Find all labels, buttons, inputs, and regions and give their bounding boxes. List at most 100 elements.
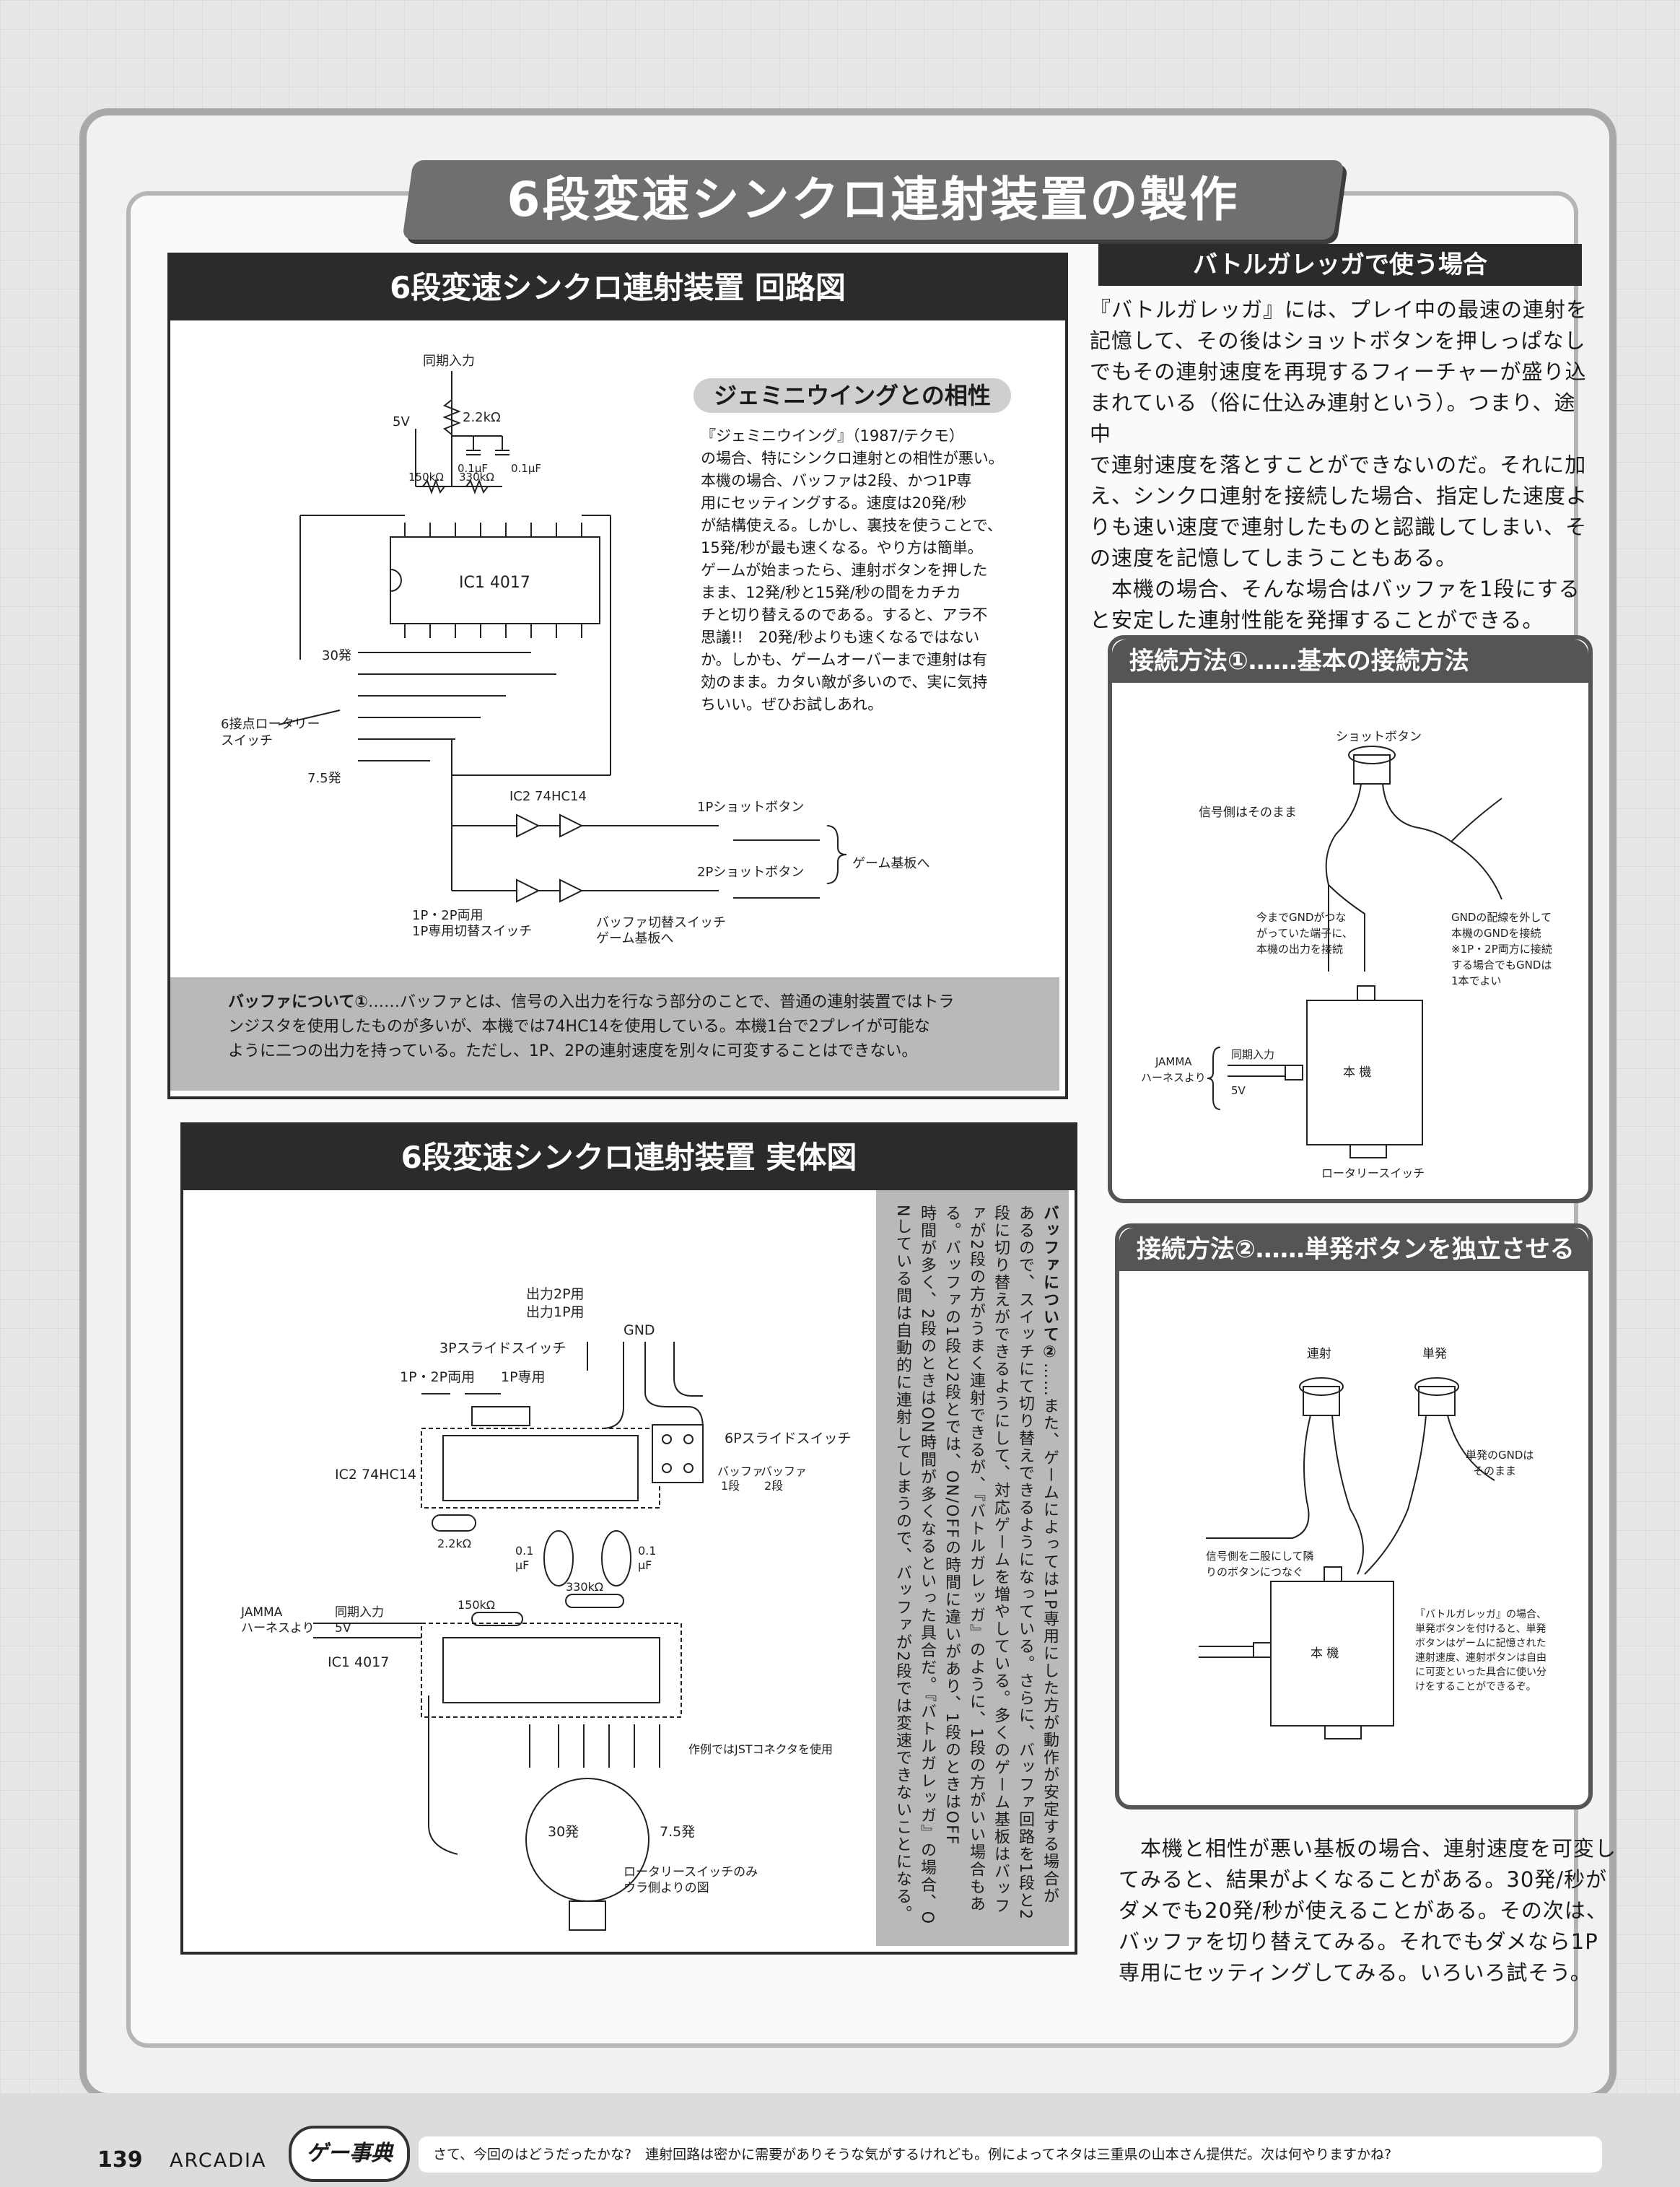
sch-bufsw: バッファ切替スイッチ <box>596 915 726 930</box>
c1-jamma1: JAMMA <box>1155 1055 1192 1068</box>
schematic-diagram: 同期入力 2.2kΩ 5V 0.1μF 0.1μF 150kΩ 330kΩ IC… <box>221 354 929 946</box>
sch-rotary: 6接点ロータリー <box>221 717 320 732</box>
sidebar-line: 用にセッティングする。速度は20発/秒 <box>701 494 967 512</box>
connection-1-diagram: ショットボタン 信号側はそのまま GNDの配線を外して 本機のGNDを接続 ※1… <box>1141 730 1552 1180</box>
c2-split1: 信号側を二股にして隣 <box>1206 1550 1314 1563</box>
c1-gnd1: GNDの配線を外して <box>1451 911 1552 924</box>
ld-sync: 同期入力 <box>335 1605 384 1620</box>
sch-sync-input: 同期入力 <box>423 354 475 369</box>
sch-c2: 0.1μF <box>511 462 541 475</box>
buffer-note-1: バッファについて①……バッファとは、信号の入出力を行なう部分のことで、普通の連射… <box>170 977 1059 1091</box>
sidebar-line: 思議!! 20発/秒よりも速くなるではない <box>701 629 980 646</box>
c2-note: けをすることができるぞ。 <box>1415 1681 1536 1693</box>
schematic-title: 6段変速シンクロ連射装置 回路図 <box>170 256 1065 320</box>
c2-single: 単発 <box>1422 1347 1447 1361</box>
footer-text: さて、今回のはどうだったかな? 連射回路は密かに需要がありそうな気がするけれども… <box>419 2136 1602 2173</box>
ld-1p: 1P専用 <box>501 1369 546 1385</box>
sch-75: 7.5発 <box>307 771 341 786</box>
garegga-line: 記憶して、その後はショットボタンを押しっぱなし <box>1090 328 1586 353</box>
sch-rotary2: スイッチ <box>221 733 273 748</box>
layout-diagram-panel: 6段変速シンクロ連射装置 実体図 <box>180 1122 1077 1955</box>
garegga-line: え、シンクロ連射を接続した場合、指定した速度よ <box>1090 484 1588 508</box>
c1-gnd4: する場合でもGNDは <box>1451 959 1552 972</box>
magazine-name: ARCADIA <box>170 2149 267 2172</box>
ld-buf2: バッファ <box>761 1464 807 1478</box>
buffer-note-2-line: 時間が多く、2段のときはON時間が多くなるといった具合だ。『バトルガレッガ』の場… <box>918 1205 936 1926</box>
sch-gameboard2: ゲーム基板へ <box>596 931 673 946</box>
garegga-line: の速度を記憶してしまうこともある。 <box>1090 546 1458 570</box>
c1-gnd5: 1本でよい <box>1451 974 1502 987</box>
ld-r1: 2.2kΩ <box>437 1537 471 1550</box>
layout-diagram-title: 6段変速シンクロ連射装置 実体図 <box>183 1125 1075 1190</box>
sidebar-line: ちいい。ぜひお試しあれ。 <box>701 696 883 713</box>
layout-diagram: 出力2P用 出力1P用 GND 3Pスライドスイッチ 1P・2P両用 1P専用 … <box>240 1286 852 1931</box>
buffer-note-2-line: Nしている間は自動的に連射してしまうので、バッファが2段では変速できないことにな… <box>893 1205 911 1923</box>
garegga-line: 本機の場合、そんな場合はバッファを1段にする <box>1090 577 1580 601</box>
ld-rot2: ウラ側よりの図 <box>624 1881 709 1895</box>
c2-note: 『バトルガレッガ』の場合、 <box>1415 1609 1546 1620</box>
connection-2-diagram: 連射 単発 単発のGNDは そのまま 信号側を二股にして隣 りのボタンにつなぐ … <box>1199 1347 1546 1739</box>
ld-out1p: 出力1P用 <box>526 1304 585 1320</box>
buffer-note-2-line: あるので、スイッチにて切り替えできるようになっている。さらに、バッファ回路を1段… <box>1016 1205 1034 1921</box>
sidebar-line: の場合、特にシンクロ連射との相性が悪い。 <box>701 450 1004 467</box>
c1-5v: 5V <box>1231 1084 1246 1097</box>
ld-c2a: 0.1 <box>638 1544 656 1558</box>
ld-gnd: GND <box>624 1322 655 1338</box>
sch-1p-shot: 1Pショットボタン <box>697 800 804 815</box>
sch-gameboard: ゲーム基板へ <box>852 856 929 871</box>
ld-c1b: μF <box>515 1558 529 1572</box>
sch-r1: 2.2kΩ <box>463 410 501 425</box>
buffer-note-2-line: ァが2段の方がうまく連射できるが、『バトルガレッガ』のように、1段の方がいい場合… <box>967 1205 985 1913</box>
c1-rotary: ロータリースイッチ <box>1321 1166 1425 1180</box>
c1-gnd2: 本機のGNDを接続 <box>1451 927 1541 940</box>
closing-line: 専用にセッティングしてみる。いろいろ試そう。 <box>1119 1960 1592 1985</box>
closing-body: 本機と相性が悪い基板の場合、連射速度を可変し てみると、結果がよくなることがある… <box>1119 1833 1616 1989</box>
c2-note: 単発ボタンを付けると、単発 <box>1415 1623 1546 1635</box>
garegga-line: で連射速度を落とすことができないのだ。それに加 <box>1090 453 1587 477</box>
ld-ic2: IC2 74HC14 <box>335 1467 416 1483</box>
c2-note: ボタンはゲームに記憶された <box>1415 1637 1546 1649</box>
sidebar-line: 15発/秒が最も速くなる。やり方は簡単。 <box>701 539 983 556</box>
c2-single-gnd1: 単発のGNDは <box>1466 1449 1534 1462</box>
buffer-note-2-line: る。バッファの1段と2段とでは、ON/OFFの時間に違いがあり、1段のときはOF… <box>942 1205 961 1846</box>
c1-signal: 信号側はそのまま <box>1199 806 1297 820</box>
sch-r3: 330kΩ <box>459 471 494 484</box>
sch-r2: 150kΩ <box>408 471 444 484</box>
c2-split2: りのボタンにつなぐ <box>1206 1566 1303 1579</box>
sidebar-line: 『ジェミニウイング』（1987/テクモ） <box>701 427 965 445</box>
ld-c1a: 0.1 <box>515 1544 533 1558</box>
ld-5v: 5V <box>335 1621 351 1636</box>
sidebar-line: 本機の場合、バッファは2段、かつ1P専 <box>701 472 972 489</box>
ld-jamma2: ハーネスより <box>241 1621 315 1636</box>
connection-1-panel: 接続方法①……基本の接続方法 ショットボタン 信号側はそのまま GNDの配線を外… <box>1108 635 1593 1203</box>
c1-shot: ショットボタン <box>1336 730 1422 744</box>
main-title: 6段変速シンクロ連射装置の製作 <box>507 172 1240 227</box>
c2-note: 連射速度、連射ボタンは自由 <box>1415 1652 1546 1664</box>
sch-sw1: 1P・2P両用 <box>412 908 484 923</box>
closing-line: ダメでも20発/秒が使えることがある。その次は、 <box>1119 1898 1608 1923</box>
c1-unit: 本 機 <box>1343 1065 1371 1080</box>
buffer-note-2-line: 段に切り替えができるようにして、対応ゲームを増やしている。多くのゲーム基板はバッ… <box>992 1205 1010 1915</box>
buffer-note-1-line: ように二つの出力を持っている。ただし、1P、2Pの連射速度を別々に可変することは… <box>228 1042 918 1060</box>
c1-prev3: 本機の出力を接続 <box>1256 943 1343 956</box>
connection-2-title: 接続方法②……単発ボタンを独立させる <box>1119 1228 1588 1271</box>
c2-unit: 本 機 <box>1311 1646 1339 1661</box>
garegga-line: まれている（俗に仕込み連射という）。つまり、途中 <box>1090 390 1576 446</box>
ld-6p: 6Pスライドスイッチ <box>725 1431 852 1446</box>
garegga-line: と安定した連射性能を発揮することができる。 <box>1090 608 1544 632</box>
sidebar-line: チと切り替えるのである。すると、アラ不 <box>701 606 988 624</box>
buffer-note-2-line: ……また、ゲームによっては1P専用にした方が動作が安定する場合が <box>1041 1363 1059 1906</box>
buffer-note-1-line: ……バッファとは、信号の入出力を行なう部分のことで、普通の連射装置ではトラ <box>367 993 955 1011</box>
c1-prev1: 今までGNDがつな <box>1256 911 1346 924</box>
c1-gnd3: ※1P・2P両方に接続 <box>1451 943 1552 956</box>
buffer-note-2-label: バッファについて② <box>1041 1205 1059 1363</box>
c1-sync: 同期入力 <box>1231 1048 1274 1061</box>
sch-sw2: 1P専用切替スイッチ <box>412 924 532 939</box>
sidebar-line: か。しかも、ゲームオーバーまで連射は有 <box>701 651 988 668</box>
garegga-line: でもその連射速度を再現するフィーチャーが盛り込 <box>1090 359 1587 384</box>
closing-line: 本機と相性が悪い基板の場合、連射速度を可変し <box>1119 1836 1617 1861</box>
sch-30: 30発 <box>322 648 351 663</box>
ld-75: 7.5発 <box>660 1824 695 1840</box>
buffer-note-2: バッファについて②……また、ゲームによっては1P専用にした方が動作が安定する場合… <box>876 1190 1069 1946</box>
ld-rot1: ロータリースイッチのみ <box>624 1865 758 1880</box>
